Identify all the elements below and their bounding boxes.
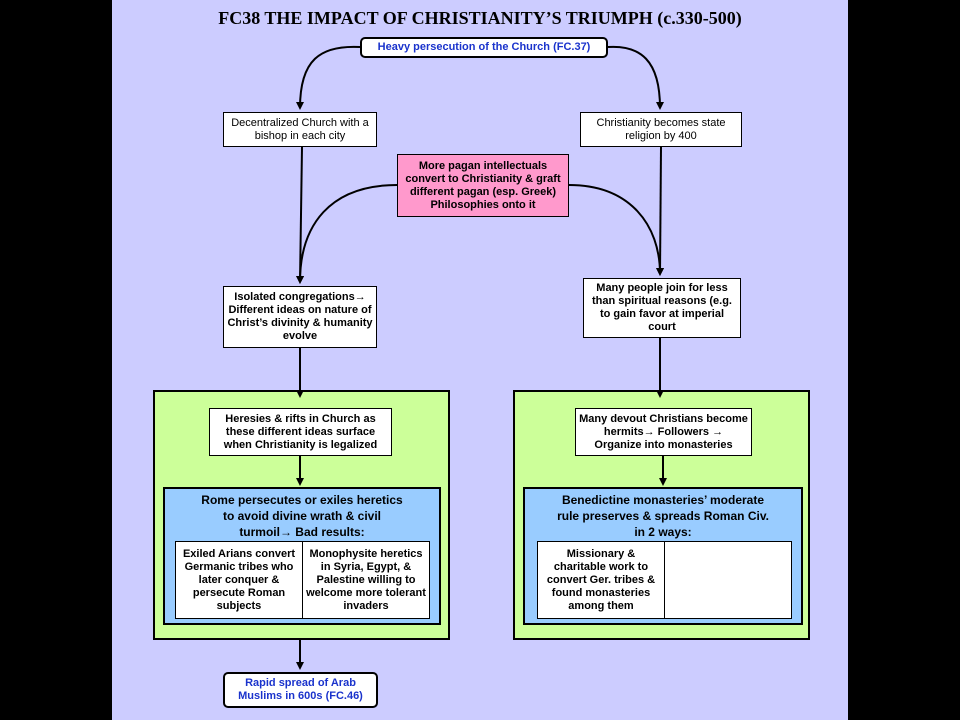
missionary-work-box: Missionary & charitable work to convert … [537,541,665,619]
rome-persecutes-heading: Rome persecutes or exiles heretics to av… [201,493,403,539]
state-religion-box: Christianity becomes state religion by 4… [580,112,742,147]
arrow-top-to-decentralized [296,45,361,110]
arrow-state-religion-to-many-join [656,146,665,276]
arab-muslims-box: Rapid spread of Arab Muslims in 600s (FC… [223,672,378,708]
heavy-persecution-box: Heavy persecution of the Church (FC.37) [360,37,608,58]
pagan-intellectuals-box: More pagan intellectuals convert to Chri… [397,154,569,217]
monophysite-box: Monophysite heretics in Syria, Egypt, & … [302,541,430,619]
second-way-box [664,541,792,619]
hermits-box: Many devout Christians become hermits→ F… [575,408,752,456]
arrow-pagan-to-many-join [568,184,664,276]
benedictine-heading: Benedictine monasteries’ moderate rule p… [557,493,769,539]
arrow-top-to-state-religion [607,45,664,110]
arrow-pagan-to-isolated [296,184,398,284]
isolated-congregations-box: Isolated congregations→ Different ideas … [223,286,377,348]
decentralized-church-box: Decentralized Church with a bishop in ea… [223,112,377,147]
diagram-title: FC38 THE IMPACT OF CHRISTIANITY’S TRIUMP… [218,8,742,28]
heresies-box: Heresies & rifts in Church as these diff… [209,408,392,456]
arrow-decentralized-to-isolated [296,146,305,284]
many-join-box: Many people join for less than spiritual… [583,278,741,338]
exiled-arians-box: Exiled Arians convert Germanic tribes wh… [175,541,303,619]
